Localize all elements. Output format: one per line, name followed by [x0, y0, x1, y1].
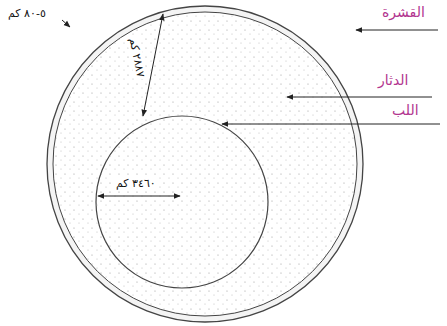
crust-outline — [47, 6, 363, 322]
crust-leader — [356, 30, 438, 31]
crust-dimension-leader — [62, 20, 70, 27]
core-leader — [222, 124, 440, 125]
layer-name: الدثار — [378, 72, 408, 89]
layer-name: اللب — [392, 102, 419, 119]
core-dimension-line — [98, 196, 180, 197]
mantle-leader — [287, 97, 432, 98]
mantle-dimension-line — [143, 14, 163, 116]
mantle — [53, 12, 357, 316]
core-texture — [96, 116, 268, 288]
layer-name: القشرة — [382, 4, 425, 21]
dimension-label: ٥-٨٠ كم — [6, 7, 48, 20]
core — [96, 116, 268, 288]
mantle-texture — [53, 12, 357, 316]
dimension-label: ٣٤٦٠ كم — [114, 177, 158, 190]
